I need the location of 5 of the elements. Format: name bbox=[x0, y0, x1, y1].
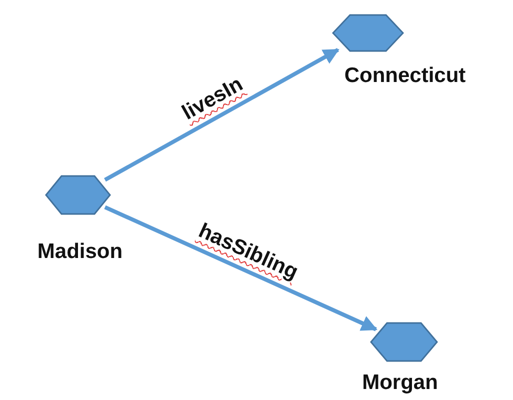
arrow bbox=[104, 48, 340, 182]
arrow bbox=[104, 205, 378, 332]
node-label: Connecticut bbox=[344, 64, 466, 88]
node-label: Madison bbox=[37, 240, 123, 264]
node-label: Morgan bbox=[362, 371, 438, 395]
